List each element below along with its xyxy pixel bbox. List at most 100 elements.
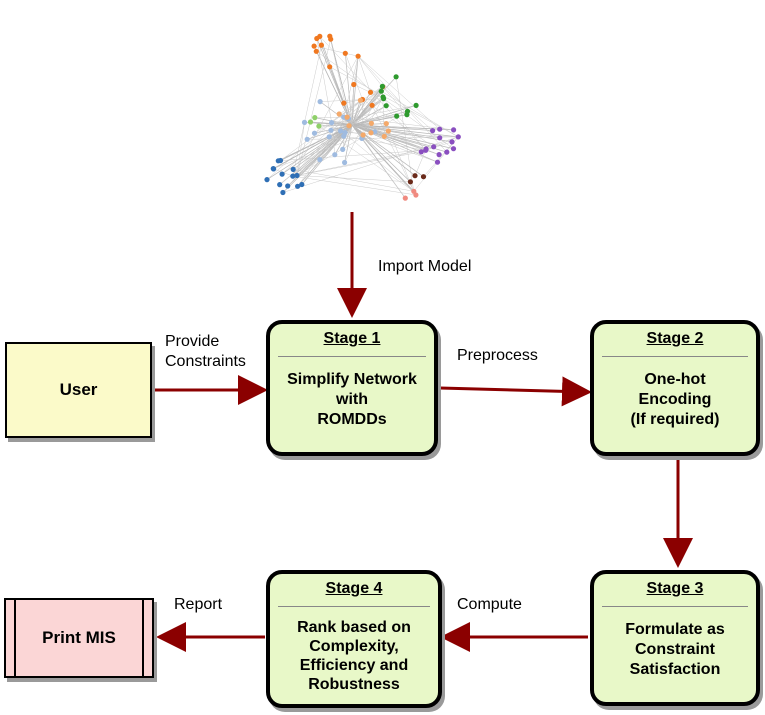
- stage2-line: One-hot: [644, 371, 706, 388]
- network-edge: [425, 141, 453, 151]
- network-node: [342, 50, 348, 56]
- arrow-stage1-to-stage2: [439, 376, 592, 407]
- network-edge: [296, 159, 320, 176]
- stage1-divider: [278, 356, 426, 357]
- network-node: [444, 149, 450, 155]
- network-edge: [314, 124, 353, 134]
- print-mis-label: Print MIS: [42, 628, 116, 647]
- network-edge: [351, 110, 408, 126]
- network-edge: [292, 175, 416, 196]
- network-edge: [344, 124, 353, 163]
- network-edge: [357, 56, 371, 93]
- stage1-title: Stage 1: [323, 330, 381, 347]
- network-node: [394, 113, 400, 119]
- network-node: [338, 128, 344, 134]
- network-edge: [292, 100, 361, 177]
- network-edge: [414, 150, 426, 176]
- stage4-text: Rank based on Complexity, Efficiency and…: [274, 618, 434, 694]
- network-node: [351, 81, 357, 88]
- network-edge: [293, 169, 414, 192]
- network-node: [383, 121, 389, 127]
- network-edge: [320, 98, 384, 102]
- network-node: [430, 128, 436, 134]
- network-node: [383, 103, 389, 109]
- stage4-line: Complexity,: [309, 638, 399, 655]
- network-edge: [351, 124, 440, 130]
- network-node: [277, 157, 284, 164]
- network-node: [402, 195, 408, 201]
- network-edge: [351, 105, 387, 126]
- network-node: [455, 134, 461, 140]
- network-node: [340, 146, 346, 152]
- network-edge: [345, 53, 363, 100]
- network-edge: [316, 38, 353, 126]
- network-node: [311, 130, 318, 136]
- user-node: User: [5, 342, 152, 438]
- network-edge: [357, 56, 383, 87]
- network-node: [299, 181, 305, 188]
- network-edge: [314, 45, 359, 57]
- print-mis-node: Print MIS: [4, 598, 154, 678]
- network-edge: [357, 56, 440, 130]
- network-node: [314, 35, 320, 42]
- stage4-node: Stage 4 Rank based on Complexity, Effici…: [266, 570, 442, 708]
- network-edge: [329, 36, 353, 126]
- network-node: [326, 134, 332, 140]
- print-right-bar: [142, 600, 152, 676]
- stage2-line: (If required): [630, 411, 720, 428]
- network-node: [369, 102, 375, 108]
- network-node: [436, 152, 442, 158]
- network-edge: [382, 86, 408, 115]
- network-node: [434, 159, 441, 165]
- network-node: [393, 74, 399, 80]
- network-edge: [316, 51, 353, 126]
- stage2-divider: [602, 356, 748, 357]
- network-edge: [383, 98, 426, 151]
- network-node: [264, 177, 270, 183]
- network-edge: [281, 99, 363, 175]
- network-node: [412, 173, 418, 179]
- network-edge: [346, 98, 384, 118]
- network-edge: [382, 86, 433, 131]
- stage4-line: Robustness: [308, 676, 400, 693]
- network-node: [301, 119, 308, 125]
- network-node: [290, 166, 296, 172]
- network-edge: [351, 124, 459, 138]
- edge-label-report: Report: [174, 596, 223, 613]
- network-graph-image: [264, 33, 461, 201]
- stage1-text: Simplify Network with ROMDDs: [274, 370, 430, 430]
- network-edge: [351, 105, 417, 126]
- network-node: [280, 189, 286, 196]
- network-edge: [351, 86, 383, 126]
- network-node: [312, 115, 318, 121]
- stage3-node: Stage 3 Formulate as Constraint Satisfac…: [590, 570, 760, 706]
- network-node: [368, 120, 374, 126]
- stage2-title: Stage 2: [646, 330, 704, 347]
- network-node: [311, 43, 317, 49]
- edge-label-preprocess: Preprocess: [457, 347, 538, 364]
- network-node: [378, 88, 384, 94]
- network-node: [437, 126, 443, 132]
- network-node: [413, 102, 419, 108]
- network-edge: [296, 122, 305, 176]
- edge-label-compute: Compute: [457, 596, 522, 613]
- network-edge: [292, 56, 359, 177]
- network-node: [294, 172, 300, 179]
- network-edge: [292, 124, 353, 177]
- network-node: [277, 182, 283, 188]
- stage1-line: with: [336, 391, 368, 408]
- network-node: [316, 123, 322, 129]
- network-edge: [278, 150, 426, 162]
- network-node: [431, 144, 437, 150]
- network-node: [285, 183, 291, 189]
- network-node: [451, 127, 457, 133]
- stage1-line: ROMDDs: [317, 411, 387, 428]
- network-node: [342, 130, 348, 136]
- network-node: [418, 149, 424, 155]
- network-node: [270, 166, 276, 172]
- network-node: [355, 53, 361, 59]
- network-node: [368, 130, 374, 136]
- network-edge: [292, 148, 427, 177]
- stage4-divider: [278, 606, 430, 607]
